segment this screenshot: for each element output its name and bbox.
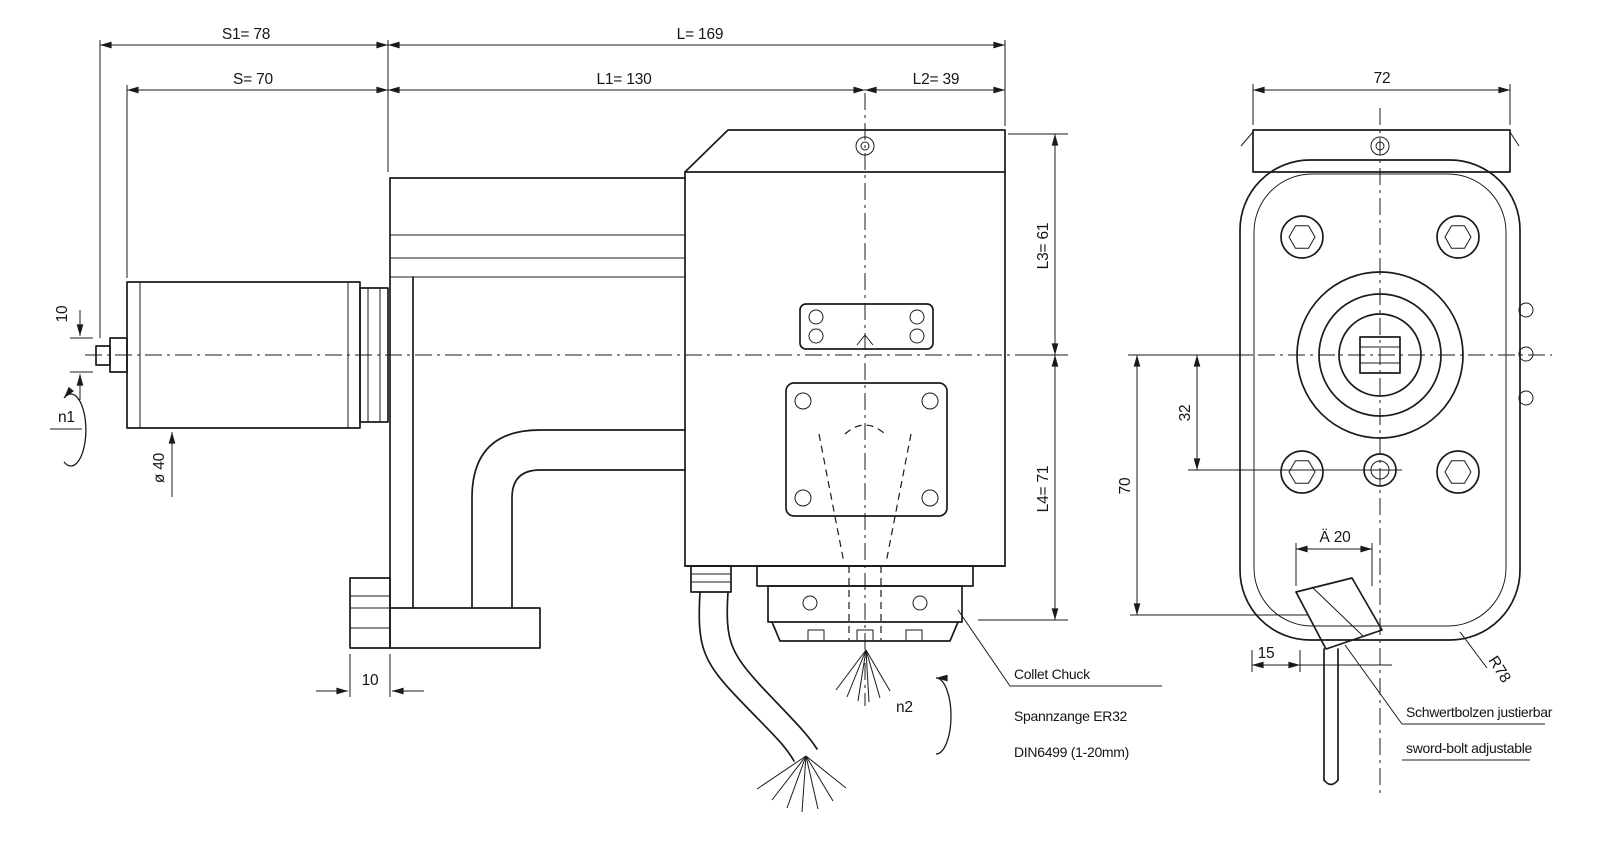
datum-triangle-icon [856, 334, 874, 346]
cable-gland [690, 565, 732, 593]
leader-line [957, 609, 1011, 687]
dim-l2-label: L2= 39 [913, 71, 960, 88]
dim-offset-label: 15 [1258, 645, 1275, 662]
bearing-ring-outer [1296, 271, 1464, 439]
side-view: S1= 78 L= 169 S= 70 L1= 130 L2= 39 L3= 6… [50, 26, 1162, 813]
coupling [359, 287, 389, 423]
side-lug-icon [1518, 390, 1534, 406]
n1-label: n1 [58, 409, 75, 426]
bore [1338, 313, 1422, 397]
motor-assembly [95, 281, 389, 429]
dim-slot-width-label: Ä 20 [1319, 529, 1351, 546]
front-body [1239, 129, 1534, 641]
collet-note-line3: DIN6499 (1-20mm) [1014, 744, 1129, 760]
n1-rotation-arrow-icon [63, 386, 87, 467]
front-view: 72 32 70 Ä 20 15 R78 [1117, 70, 1553, 798]
collet-chuck [756, 565, 974, 642]
sword-note-line2: sword-bolt adjustable [1406, 740, 1533, 756]
n2-rotation-arrow-icon [935, 674, 952, 755]
power-cable [690, 565, 847, 813]
flange-plates [785, 303, 948, 640]
centerlines-front [1228, 108, 1552, 798]
sword-bolt [1295, 577, 1383, 786]
dim-width-label: 72 [1374, 70, 1391, 87]
gearbox-housing [389, 177, 686, 609]
mount-bracket [349, 429, 686, 649]
spanner-hole-icon [802, 595, 818, 611]
dim-foot-width-label: 10 [362, 672, 379, 689]
leader-line [1344, 644, 1403, 725]
tool-spray [835, 649, 891, 703]
hidden-cone [844, 424, 886, 435]
sword-note-line1: Schwertbolzen justierbar [1406, 704, 1553, 720]
side-lug-icon [1518, 302, 1534, 318]
spanner-hole-icon [912, 595, 928, 611]
top-plate [1252, 129, 1511, 173]
hex-bolt-icon [1436, 450, 1480, 494]
dimensions-side: S1= 78 L= 169 S= 70 L1= 130 L2= 39 L3= 6… [54, 26, 1068, 697]
dim-l-label: L= 169 [677, 26, 724, 43]
foot-plate [389, 607, 541, 649]
top-screw-icon [1370, 136, 1390, 156]
chuck-body [767, 585, 963, 623]
sword-bolt-wedge [1295, 577, 1383, 650]
dim-s1-label: S1= 78 [222, 26, 270, 43]
collet-note-line1: Collet Chuck [1014, 666, 1091, 682]
upper-flange [799, 303, 934, 350]
collet-note-line2: Spannzange ER32 [1014, 708, 1128, 724]
centerlines-side [85, 93, 1012, 706]
sword-bolt-note: Schwertbolzen justierbar sword-bolt adju… [1344, 644, 1553, 761]
square-broach [1359, 336, 1401, 374]
n2-label: n2 [896, 699, 913, 716]
angle-head-body [684, 129, 1006, 567]
side-lug-icon [1518, 346, 1534, 362]
rotation-arrows: n1 n2 [50, 386, 952, 755]
dim-l1-label: L1= 130 [596, 71, 652, 88]
clamp-bracket [349, 577, 391, 649]
bearing-ring-inner [1318, 293, 1442, 417]
dim-l3-label: L3= 61 [1035, 223, 1052, 270]
head-outline [684, 129, 1006, 567]
lower-flange [785, 382, 948, 517]
dimensions-front: 72 32 70 Ä 20 15 R78 [1117, 70, 1514, 686]
spindle-bore [1296, 271, 1464, 439]
hex-bolt-icon [1280, 215, 1324, 259]
top-screw-icon [855, 136, 875, 156]
frayed-wires-icon [756, 755, 847, 813]
dim-motor-dia-label: ø 40 [151, 452, 168, 483]
hex-bolt-icon [1436, 215, 1480, 259]
dim-s-label: S= 70 [233, 71, 274, 88]
body-outline [1239, 159, 1521, 641]
dim-height-label: 70 [1117, 477, 1134, 494]
dim-shaft-dia-label: 10 [54, 305, 71, 322]
collet-nut [771, 621, 959, 642]
hex-bolt-icon [1280, 450, 1324, 494]
dim-radius-label: R78 [1485, 653, 1514, 686]
dim-l4-label: L4= 71 [1035, 466, 1052, 513]
dim-bolt-spacing-label: 32 [1177, 405, 1194, 422]
collet-note: Collet Chuck Spannzange ER32 DIN6499 (1-… [957, 609, 1162, 760]
